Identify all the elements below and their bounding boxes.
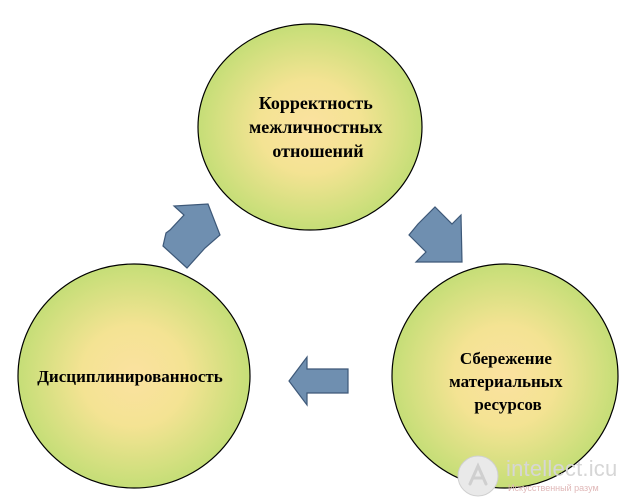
watermark-subtitle: Искусственный разум xyxy=(508,483,599,493)
node-circle-top xyxy=(197,23,423,231)
node-label-left-line-1: Дисциплинированность xyxy=(37,367,223,386)
node-label-right-line-3: ресурсов xyxy=(474,395,541,414)
arrow-top-to-right-icon xyxy=(408,206,463,263)
watermark: intellect.icu Искусственный разум xyxy=(456,452,634,500)
node-circle-right xyxy=(391,263,619,489)
node-circle-left xyxy=(17,263,251,489)
arrow-left-to-top-icon xyxy=(162,203,221,269)
node-label-right-line-2: материальных xyxy=(449,372,563,391)
node-label-top-line-1: Корректность xyxy=(259,93,374,113)
node-label-top-line-3: отношений xyxy=(272,141,363,161)
node-label-top: Корректность межличностных отношений xyxy=(249,93,387,161)
node-label-right: Сбережение материальных ресурсов xyxy=(449,349,567,414)
watermark-brand: intellect.icu xyxy=(506,456,618,481)
node-label-top-line-2: межличностных xyxy=(249,117,383,137)
node-label-right-line-1: Сбережение xyxy=(460,349,553,368)
arrow-right-to-left-icon xyxy=(288,355,349,407)
brain-head-icon xyxy=(457,455,499,497)
node-label-left: Дисциплинированность xyxy=(37,367,223,386)
